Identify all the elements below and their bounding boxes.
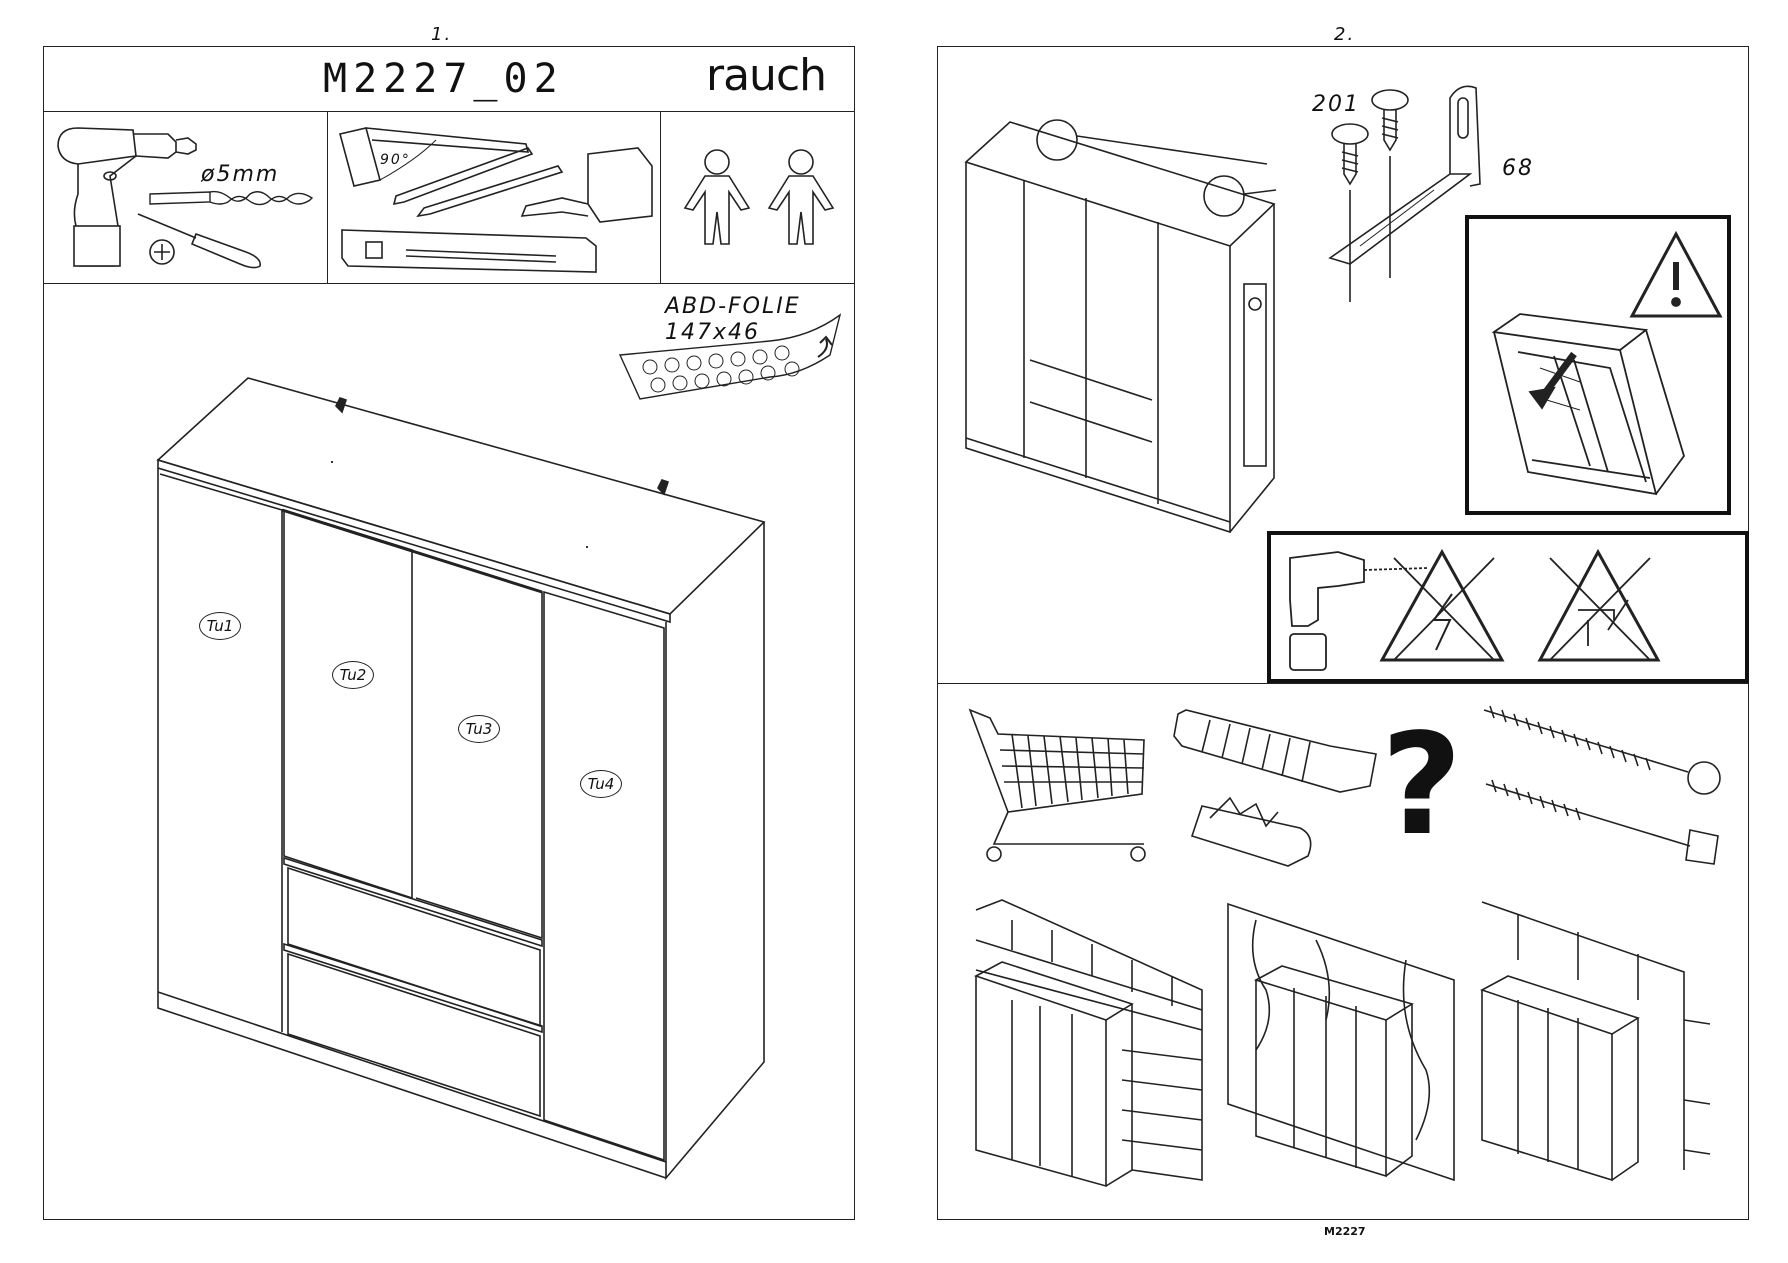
wardrobe-illustration: [156, 377, 766, 1181]
foil-sheet-icon: [618, 313, 842, 400]
drilling-warning-icons: [1289, 548, 1661, 671]
tools-col-divider-2: [660, 111, 661, 283]
drilling-warning-box: [1267, 531, 1749, 683]
two-persons-icon: [683, 149, 835, 245]
drill-icon: [57, 127, 197, 267]
screw-hole: [331, 461, 333, 463]
door-label-tu3: Tu3: [458, 715, 500, 743]
drill-bit-icon: [149, 190, 314, 206]
screw-number-label: 201: [1312, 92, 1360, 117]
page-number-left: 1.: [431, 24, 453, 45]
brand-logo: rauch: [706, 50, 827, 101]
screwdriver-icon: [137, 213, 262, 269]
right-divider: [937, 683, 1749, 684]
angle-label: 90°: [380, 152, 411, 168]
screws-bracket-icon: [1328, 85, 1481, 302]
foil-size-label: 147x46: [665, 320, 761, 345]
footer-code: M2227: [1324, 1225, 1366, 1238]
foil-label: ABD-FOLIE: [665, 294, 801, 319]
measuring-tools-icon: [339, 127, 653, 273]
drill-size-label: ø5mm: [201, 162, 280, 187]
plasterboard-wall-illustration: [1480, 901, 1711, 1182]
left-panel: [43, 46, 855, 1220]
bracket-number-label: 68: [1502, 156, 1534, 181]
page-number-right: 2.: [1334, 24, 1356, 45]
tipping-warning-icon: [1491, 230, 1723, 496]
model-code: M2227_02: [323, 56, 564, 102]
door-label-tu4: Tu4: [580, 770, 622, 798]
tools-col-divider-1: [327, 111, 328, 283]
long-screws-icon: [1483, 705, 1721, 865]
brick-wall-illustration: [974, 899, 1203, 1188]
tools-divider: [43, 283, 855, 284]
door-label-tu2: Tu2: [332, 661, 374, 689]
shopping-cart-icon: [968, 708, 1146, 862]
question-mark: ?: [1381, 704, 1463, 867]
wall-plugs-icon: [1173, 709, 1377, 867]
door-label-tu1: Tu1: [199, 612, 241, 640]
header-divider: [43, 111, 855, 112]
screw-hole: [586, 546, 588, 548]
wardrobe-wall-fixing-illustration: [964, 119, 1277, 534]
wood-panel-wall-illustration: [1227, 902, 1455, 1182]
tipping-warning-box: [1465, 215, 1731, 515]
